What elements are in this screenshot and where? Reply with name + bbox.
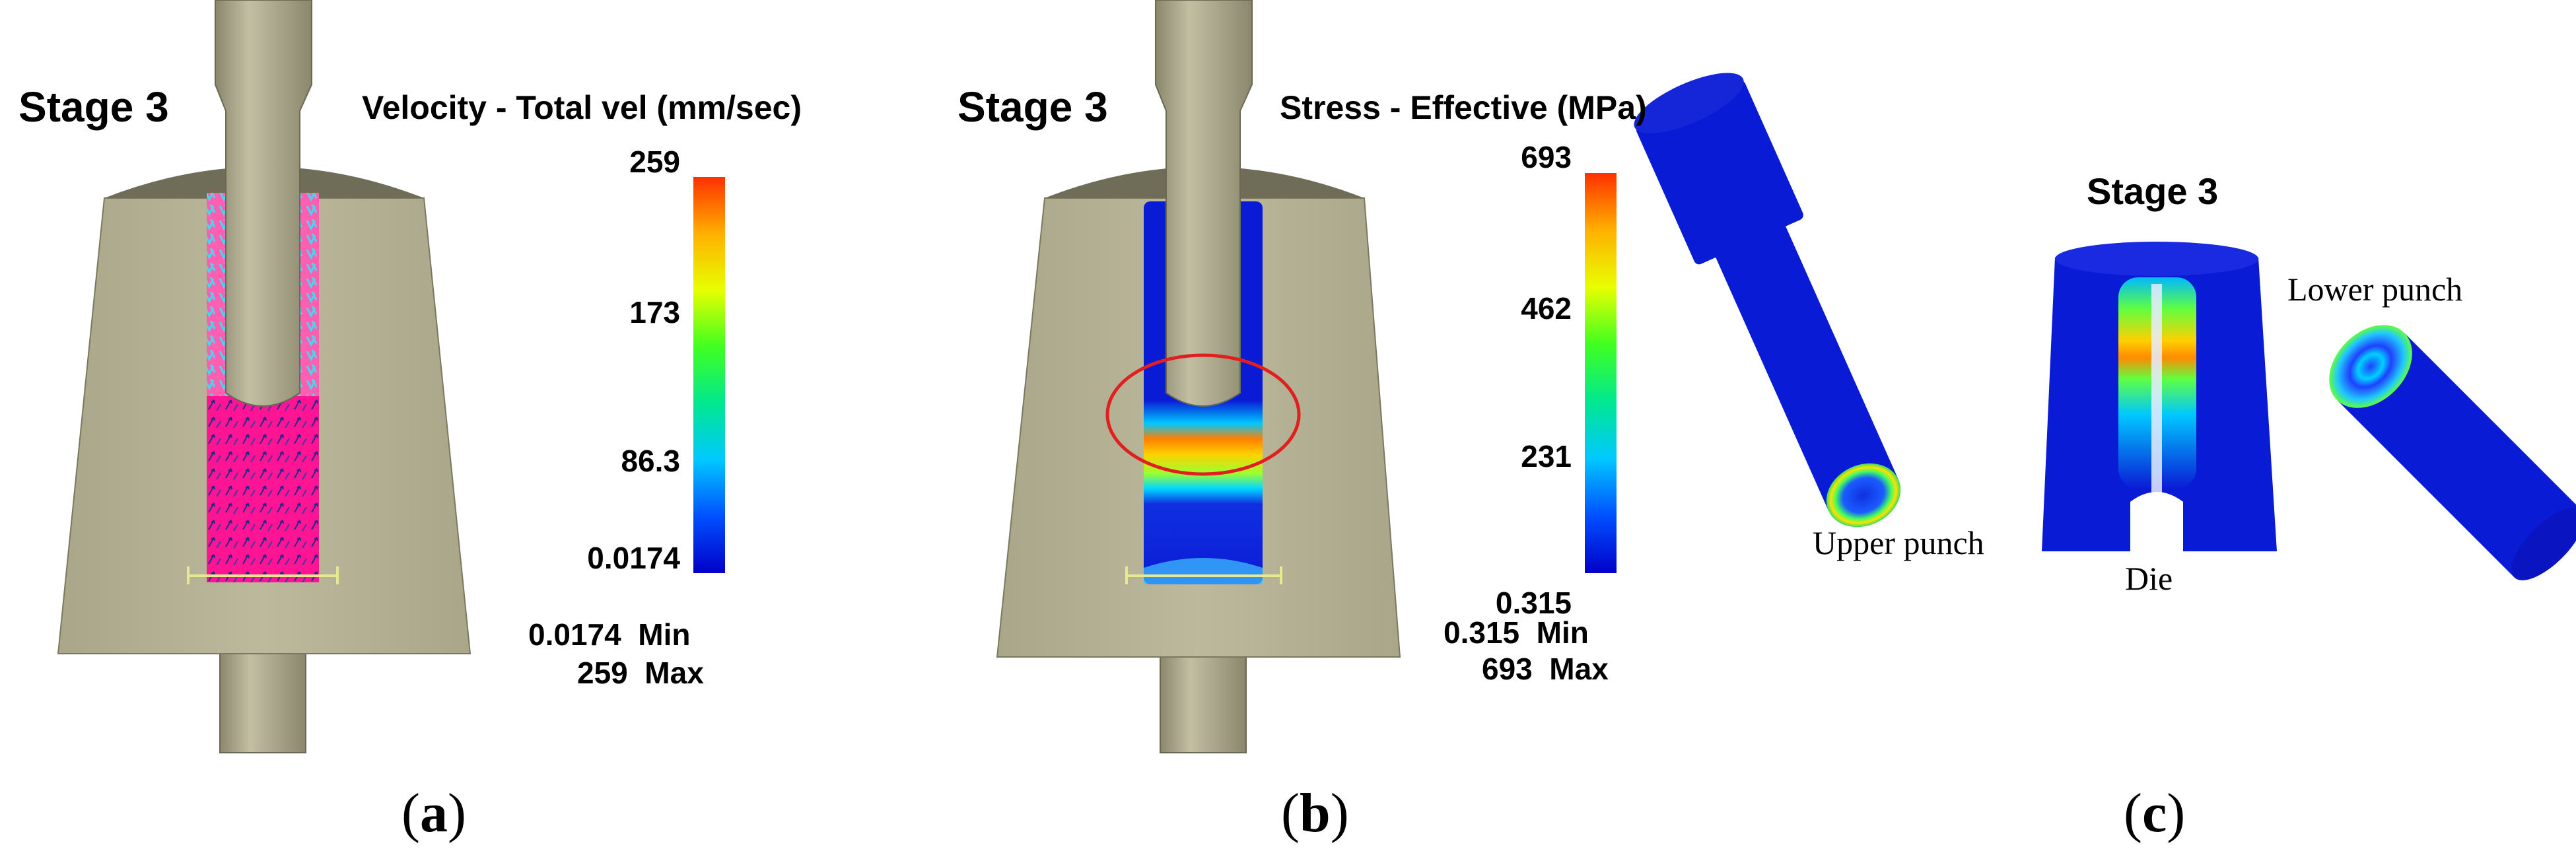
panel-a-tick-2: 173: [629, 295, 680, 329]
panel-b-tick-2: 462: [1521, 291, 1572, 326]
panel-b-variable-title: Stress - Effective (MPa): [1280, 89, 1647, 126]
panel-a-max-label: 259 Max: [577, 656, 704, 690]
panel-a-tick-min: 0.0174: [587, 541, 680, 575]
panel-a-title: Stage 3: [18, 83, 169, 131]
panel-b-drawing: [996, 0, 1401, 753]
panel-a-tick-max: 259: [629, 145, 680, 179]
panel-a-letter-text: a: [419, 782, 448, 844]
panel-c-letter: (c): [2124, 782, 2186, 844]
panel-a-min-label: 0.0174 Min: [528, 617, 691, 652]
panel-c-letter-text: c: [2141, 782, 2167, 844]
panel-a-variable-title: Velocity - Total vel (mm/sec): [362, 89, 802, 126]
panel-b-tick-min: 0.315: [1495, 586, 1572, 620]
lower-punch-label: Lower punch: [2287, 271, 2463, 308]
die-label: Die: [2125, 560, 2173, 597]
panel-b-letter: (b): [1281, 782, 1349, 844]
upper-punch-label: Upper punch: [1813, 524, 1984, 561]
highlight-circle: [1105, 353, 1301, 476]
panel-b-tick-3: 231: [1521, 439, 1572, 473]
panel-b-letter-text: b: [1299, 782, 1331, 844]
panel-b-max-label: 693 Max: [1482, 652, 1609, 686]
panel-b-colorbar: [1585, 173, 1617, 573]
panel-b-min-label: 0.315 Min: [1444, 615, 1589, 650]
panel-b-tick-max: 693: [1521, 140, 1572, 174]
panel-a-tick-3: 86.3: [621, 444, 680, 478]
panel-c-title: Stage 3: [2087, 170, 2219, 212]
panel-a-letter: (a): [401, 782, 466, 844]
panel-a-drawing: [57, 0, 471, 753]
panel-c-drawing: [1634, 73, 2576, 580]
panel-b-title: Stage 3: [957, 83, 1108, 131]
panel-a-colorbar: [693, 177, 725, 573]
